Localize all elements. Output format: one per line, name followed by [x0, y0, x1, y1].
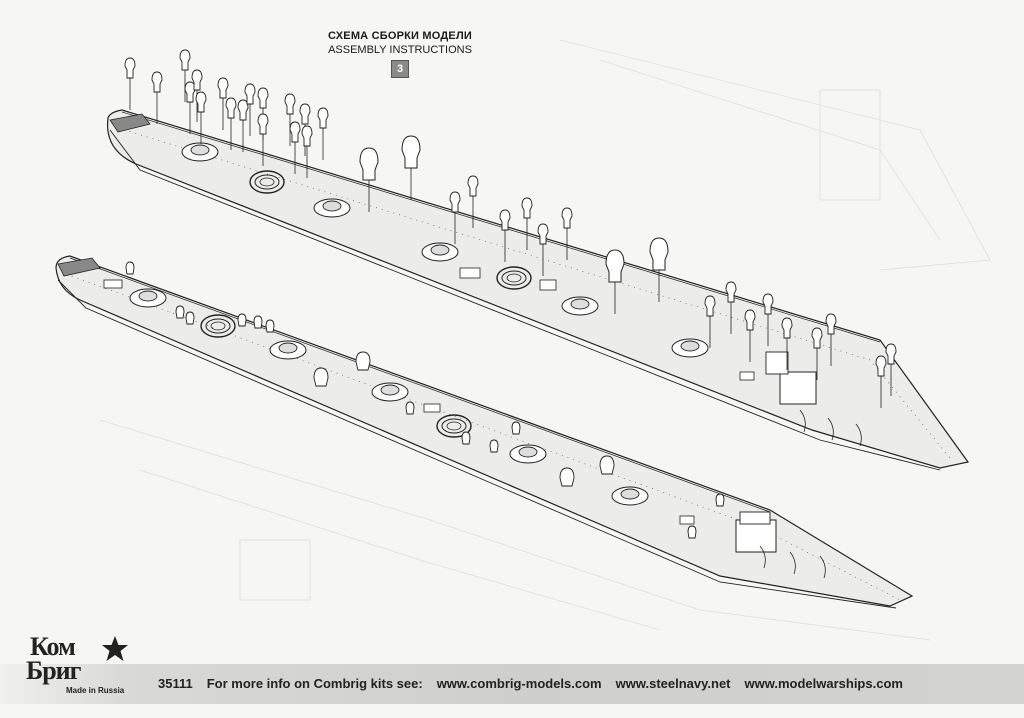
link-combrig[interactable]: www.combrig-models.com [436, 676, 602, 691]
logo-line-2: Бриг [26, 656, 81, 685]
combrig-logo: Ком Бриг Made in Russia [22, 632, 152, 698]
logo-line-1: Ком [30, 632, 76, 661]
upper-deck-fittings [181, 142, 817, 405]
sheet-header: СХЕМА СБОРКИ МОДЕЛИ ASSEMBLY INSTRUCTION… [300, 30, 500, 78]
lower-deck-details [759, 409, 862, 579]
link-modelwarships[interactable]: www.modelwarships.com [744, 676, 903, 691]
link-steelnavy[interactable]: www.steelnavy.net [615, 676, 731, 691]
step-number-badge: 3 [391, 60, 409, 78]
lower-deck-fittings [103, 279, 777, 553]
upper-hull [106, 109, 970, 471]
lower-hull [55, 255, 914, 609]
kit-number: 35111 [158, 676, 193, 691]
title-english: ASSEMBLY INSTRUCTIONS [328, 44, 472, 56]
background-ghost-image [99, 39, 991, 641]
title-russian: СХЕМА СБОРКИ МОДЕЛИ [328, 30, 472, 42]
footer-band [0, 664, 1024, 704]
star-icon [102, 636, 128, 661]
lower-mounted-parts [125, 261, 725, 539]
footer-info: 35111 For more info on Combrig kits see:… [158, 676, 903, 691]
info-text: For more info on Combrig kits see: [206, 676, 423, 691]
logo-tagline: Made in Russia [66, 686, 125, 695]
